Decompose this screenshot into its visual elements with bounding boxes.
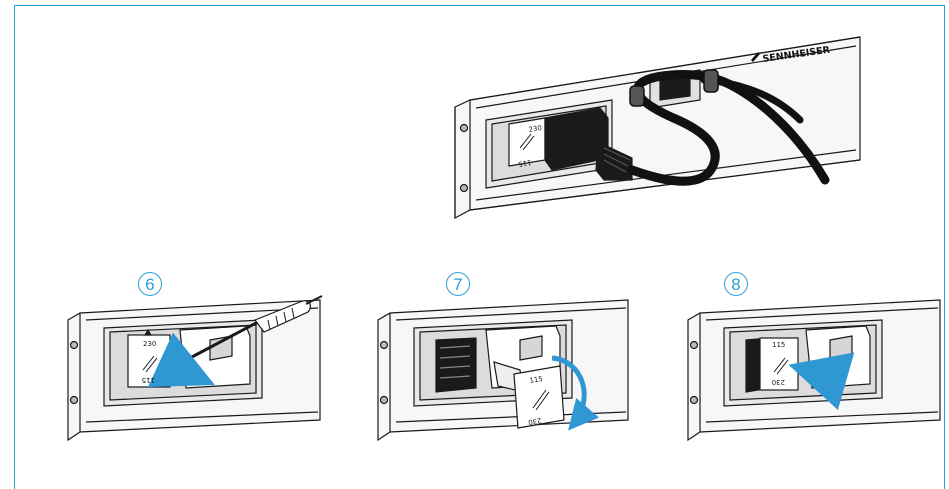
screw-icon [379,395,389,405]
step-badge-8: 8 [724,272,748,296]
top-rack-unit [454,36,861,219]
fuse-label-upper: 115 [529,375,544,385]
push-arrow-icon [788,352,855,411]
fuse-label-lower: 230 [772,378,785,386]
fuse-label-upper: 230 [528,124,542,134]
step-number: 6 [145,274,155,294]
screw-icon [459,183,469,193]
rotate-arrow-icon [551,355,599,431]
screw-icon [69,395,79,405]
step-badge-6: 6 [138,272,162,296]
fuse-label-upper: 115 [772,341,785,349]
fuse-label-lower: 115 [517,158,531,168]
screw-icon [689,395,699,405]
step-badge-7: 7 [446,272,470,296]
page-border [14,5,945,489]
power-cable [627,69,830,186]
panel-step-7 [377,299,629,442]
arrow-icon [147,332,215,388]
step-number: 7 [453,274,463,294]
fuse-labels: 230 115 230 115 115 230 115 230 [142,124,786,426]
fuse-label-upper: 230 [143,340,156,348]
step-number: 8 [731,274,741,294]
screw-icon [459,123,469,133]
screw-icon [689,340,699,350]
fuse-label-lower: 115 [142,376,155,384]
screw-icon [69,340,79,350]
fuse-label-lower: 230 [527,416,542,426]
panel-step-6 [67,295,323,442]
screw-icon [379,340,389,350]
